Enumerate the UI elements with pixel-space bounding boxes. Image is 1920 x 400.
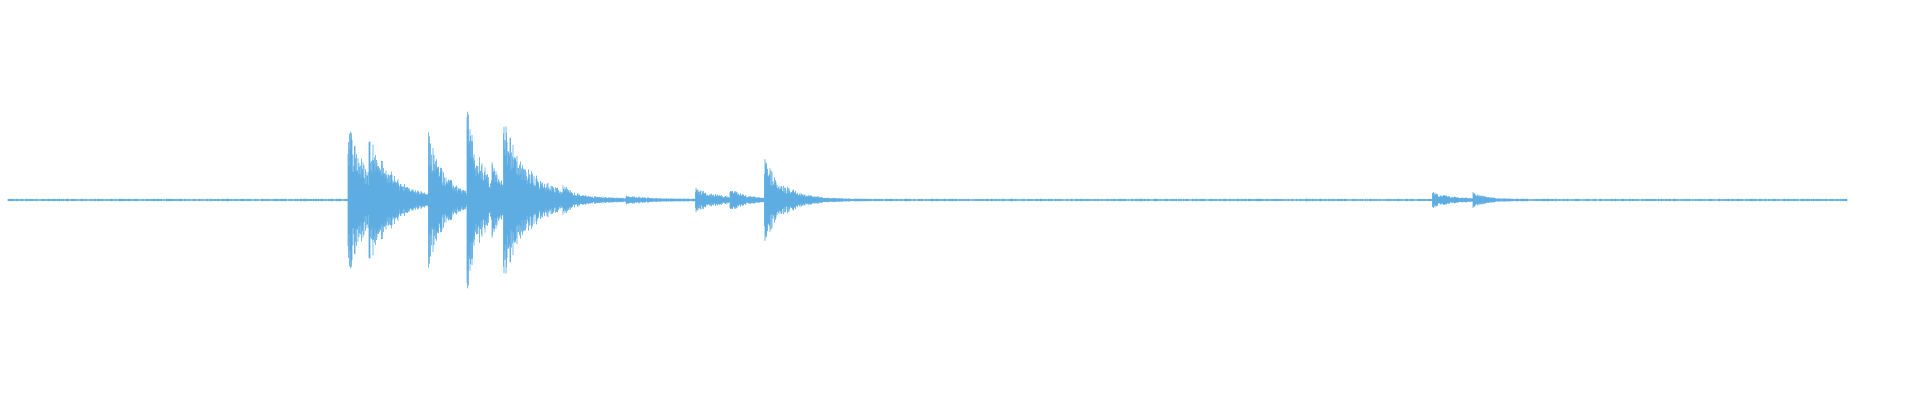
waveform-path [7,111,1848,289]
